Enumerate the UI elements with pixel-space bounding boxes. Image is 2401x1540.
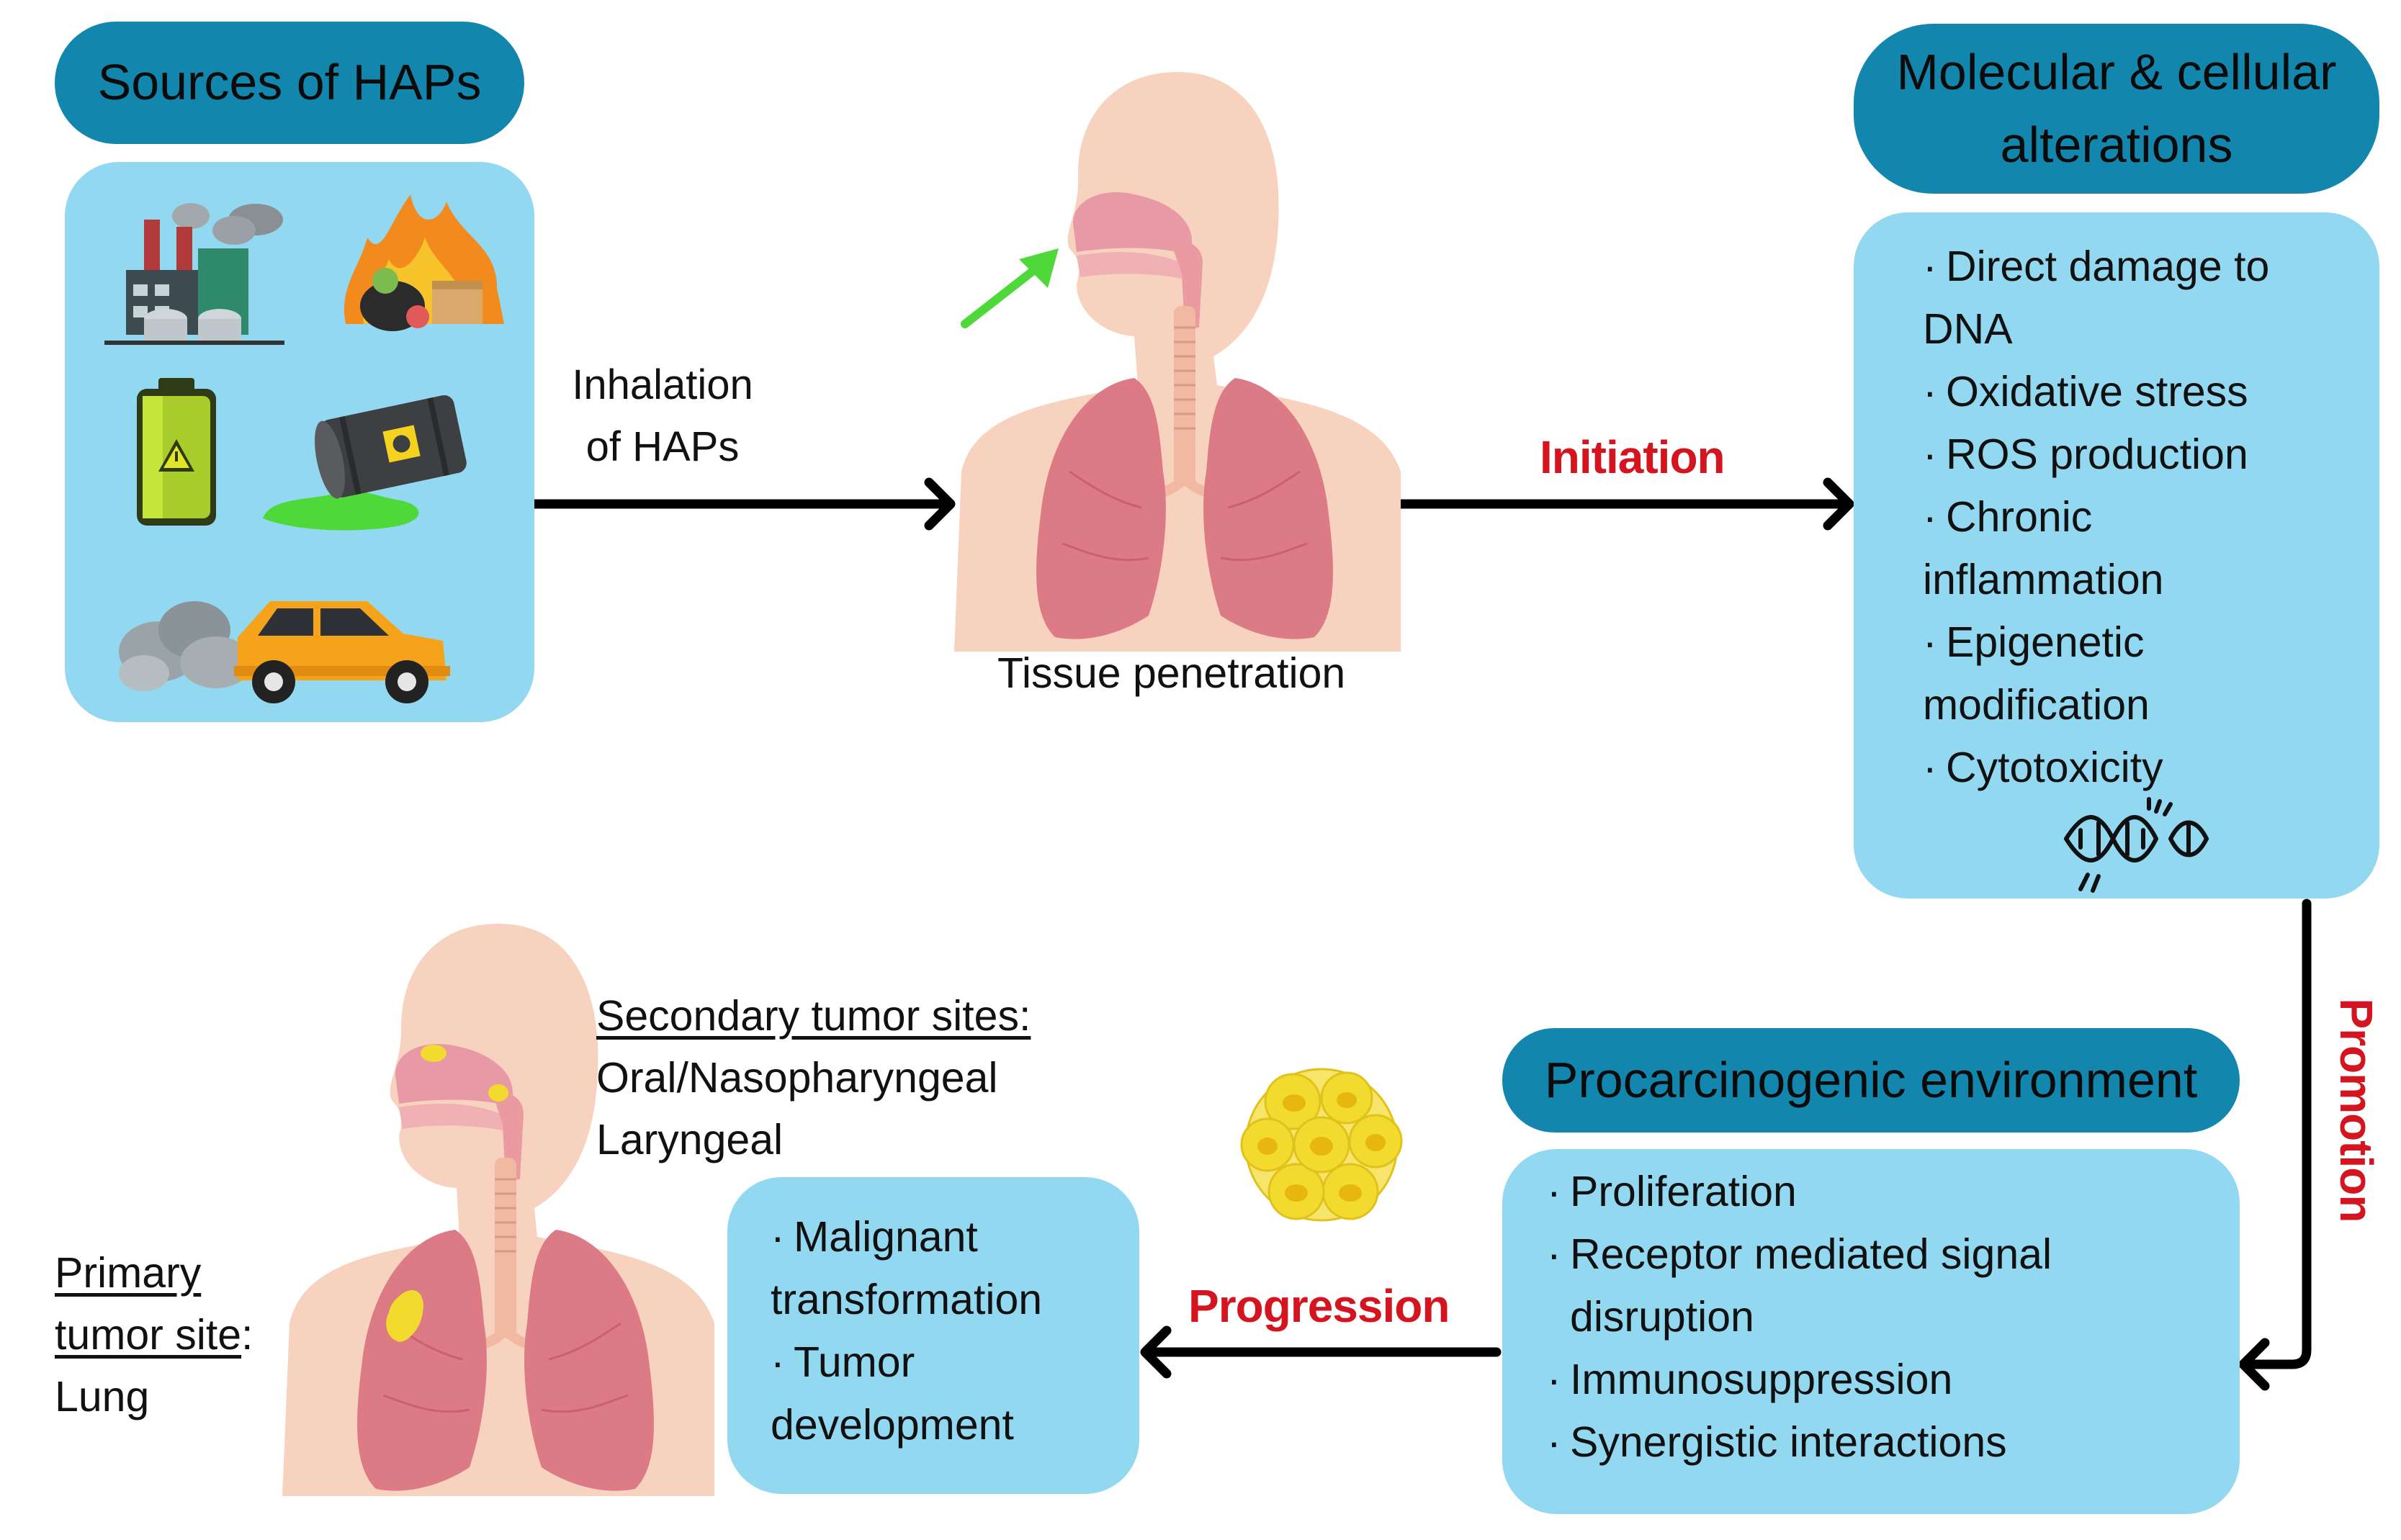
procarcinogenic-item: ·Proliferation (1547, 1168, 1797, 1215)
car-exhaust-icon (119, 601, 450, 703)
damaged-dna-icon (2064, 797, 2209, 893)
primary-tumor-site: Primary tumor site: Lung (55, 1242, 253, 1428)
primary-line3: Lung (55, 1373, 150, 1420)
molecular-title-line1: Molecular & cellular (1896, 43, 2337, 100)
nasal-tumor-mark (421, 1045, 446, 1062)
tissue-penetration-label: Tissue penetration (997, 649, 1346, 697)
promotion-label: Promotion (2330, 998, 2382, 1222)
arrow-promotion (2245, 899, 2312, 1369)
initiation-label: Initiation (1540, 431, 1725, 483)
secondary-tumor-sites: Secondary tumor sites: Oral/Nasopharynge… (596, 985, 1031, 1171)
sources-box (65, 162, 534, 722)
tumor-body-illustration (282, 924, 714, 1496)
toxic-barrel-icon (263, 395, 467, 531)
lung-tumor-mark (386, 1290, 423, 1342)
sources-title-pill: Sources of HAPs (55, 22, 524, 144)
arrowhead-sources-to-body (924, 477, 956, 531)
primary-colon: : (241, 1311, 253, 1359)
tumor-cell-cluster-icon (1240, 1068, 1403, 1222)
primary-heading-line2: tumor site (55, 1311, 242, 1359)
procarcinogenic-list: ·Proliferation ·Receptor mediated signal… (1547, 1161, 2224, 1474)
molecular-item: ·Cytotoxicity (1923, 744, 2163, 791)
primary-heading-line1: Primary (55, 1249, 202, 1297)
arrowhead-promotion (2238, 1338, 2270, 1391)
inhale-arrow-icon (961, 248, 1059, 328)
secondary-line1: Oral/Nasopharyngeal (596, 1054, 998, 1102)
arrowhead-progression (1140, 1325, 1172, 1379)
battery-icon (137, 378, 216, 526)
larynx-tumor-mark (488, 1084, 508, 1102)
molecular-title-pill: Molecular & cellular alterations (1854, 24, 2379, 194)
burning-waste-icon (344, 194, 504, 331)
procarcinogenic-title: Procarcinogenic environment (1544, 1051, 2198, 1108)
procarcinogenic-item: ·Synergistic interactions (1547, 1418, 2007, 1466)
molecular-title-line2: alterations (2000, 117, 2233, 173)
molecular-item: ·Oxidative stress (1923, 368, 2248, 415)
inhalation-label: Inhalation of HAPs (547, 354, 778, 478)
procarcinogenic-box: ·Proliferation ·Receptor mediated signal… (1502, 1149, 2240, 1514)
inhalation-line2: of HAPs (585, 423, 740, 470)
secondary-heading: Secondary tumor sites: (596, 992, 1031, 1040)
respiratory-body-illustration (954, 72, 1401, 652)
sources-title: Sources of HAPs (97, 54, 482, 111)
molecular-item: ·ROS production (1923, 431, 2248, 478)
secondary-line2: Laryngeal (596, 1116, 784, 1163)
primary-heading-line2-wrap: tumor site: (55, 1304, 253, 1366)
procarcinogenic-title-pill: Procarcinogenic environment (1502, 1028, 2240, 1133)
inhalation-line1: Inhalation (572, 361, 753, 408)
procarcinogenic-item: ·Immunosuppression (1547, 1356, 1953, 1403)
factory-icon (104, 203, 284, 345)
arrowhead-initiation (1823, 477, 1854, 531)
progression-label: Progression (1188, 1280, 1450, 1332)
